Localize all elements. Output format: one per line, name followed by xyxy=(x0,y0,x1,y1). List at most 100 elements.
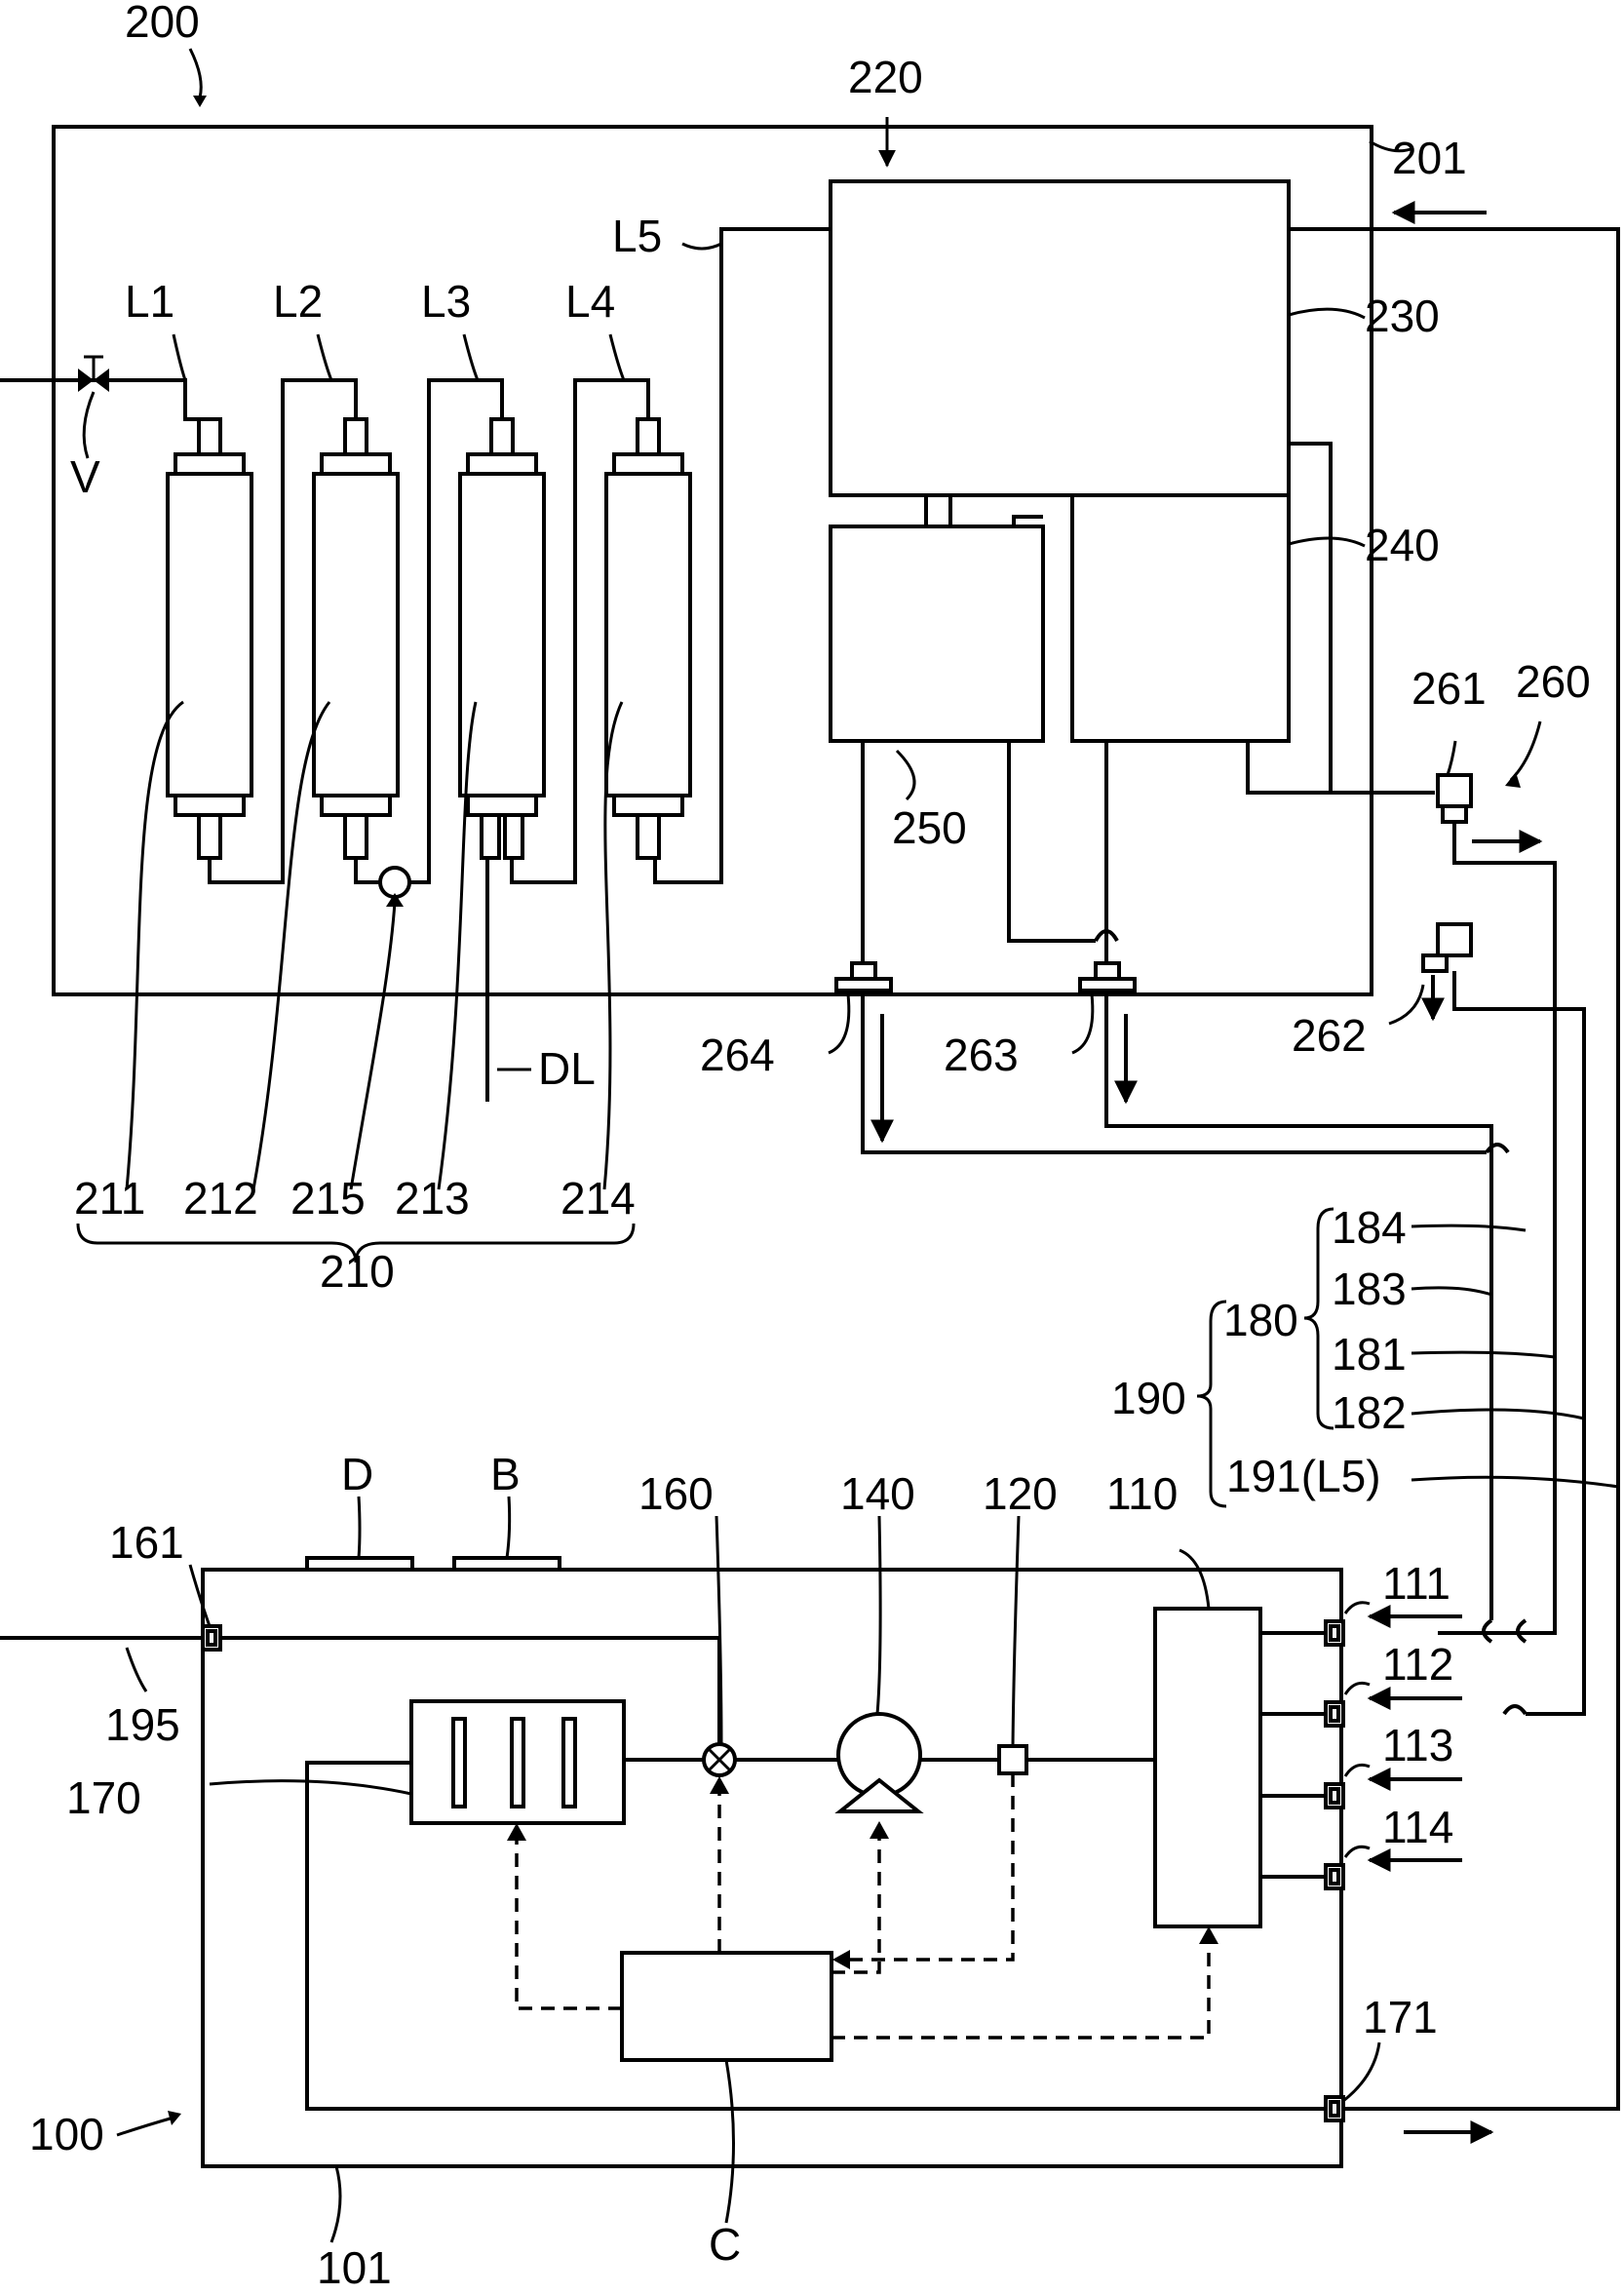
leader-215 xyxy=(349,901,397,1190)
crossover-263 xyxy=(1094,929,1119,943)
line-250-262 xyxy=(1007,741,1096,943)
label-210: 210 xyxy=(320,1246,395,1297)
line-L4 xyxy=(510,378,650,884)
block-230 xyxy=(829,179,1291,497)
port-114 xyxy=(1324,1863,1345,1890)
leader-213 xyxy=(437,701,478,1190)
line-191-return xyxy=(1289,227,1620,2111)
port-111 xyxy=(1324,1619,1345,1647)
label-191: 191(L5) xyxy=(1226,1451,1381,1501)
filter-214 xyxy=(604,417,692,860)
leader-C xyxy=(724,2059,735,2224)
brace-210 xyxy=(76,1223,636,1264)
port-161 xyxy=(201,1624,222,1652)
label-250: 250 xyxy=(892,802,967,853)
label-201: 201 xyxy=(1392,133,1467,183)
port-262 xyxy=(1421,922,1473,973)
leader-260 xyxy=(1509,720,1542,782)
label-L3: L3 xyxy=(421,276,471,327)
leader-V xyxy=(82,391,96,459)
leader-L1 xyxy=(172,333,187,381)
label-211: 211 xyxy=(74,1173,145,1224)
leader-184 xyxy=(1411,1224,1527,1232)
port-263 xyxy=(1078,961,1137,992)
leader-183 xyxy=(1411,1286,1492,1297)
label-101: 101 xyxy=(317,2242,392,2293)
leader-201 xyxy=(1369,139,1414,153)
item-D xyxy=(305,1556,414,1572)
module-110 xyxy=(1153,1607,1262,1928)
line-170-171 xyxy=(305,1761,1326,2111)
unit-170 xyxy=(409,1699,626,1825)
port-264 xyxy=(834,961,893,992)
valve-v-icon xyxy=(78,355,109,392)
leader-114 xyxy=(1343,1845,1371,1858)
label-182: 182 xyxy=(1332,1387,1407,1438)
label-262: 262 xyxy=(1292,1010,1367,1061)
leader-120 xyxy=(1011,1515,1021,1747)
port-171 xyxy=(1324,2095,1345,2122)
label-111: 111 xyxy=(1382,1558,1450,1609)
leader-L3 xyxy=(462,333,480,381)
label-DL: DL xyxy=(538,1043,596,1094)
label-D: D xyxy=(341,1449,373,1499)
leader-211 xyxy=(125,700,184,1190)
leader-161 xyxy=(188,1564,212,1627)
label-C: C xyxy=(709,2219,741,2270)
label-200: 200 xyxy=(125,0,200,47)
label-181: 181 xyxy=(1332,1329,1407,1380)
leader-250 xyxy=(895,749,916,801)
pump-215-icon xyxy=(378,866,411,907)
label-184: 184 xyxy=(1332,1202,1407,1253)
label-140: 140 xyxy=(840,1468,915,1519)
label-263: 263 xyxy=(944,1030,1019,1080)
label-112: 112 xyxy=(1382,1639,1453,1690)
label-261: 261 xyxy=(1411,663,1487,714)
housing-201 xyxy=(52,125,1373,996)
label-180: 180 xyxy=(1223,1295,1298,1345)
label-113: 113 xyxy=(1382,1720,1453,1770)
label-212: 212 xyxy=(183,1173,258,1224)
sensor-120 xyxy=(997,1744,1028,1775)
tube-181 xyxy=(1438,822,1557,1635)
valve-160-icon xyxy=(702,1742,737,1777)
leader-140 xyxy=(875,1515,882,1715)
leader-214 xyxy=(602,701,624,1190)
label-220: 220 xyxy=(848,52,923,102)
label-160: 160 xyxy=(638,1468,714,1519)
leader-264 xyxy=(828,993,851,1055)
leader-113 xyxy=(1343,1763,1371,1777)
label-170: 170 xyxy=(66,1772,141,1823)
tube-183 xyxy=(1104,991,1493,1620)
line-250-240 xyxy=(1012,515,1043,526)
tube-184 xyxy=(861,991,1487,1154)
label-213: 213 xyxy=(395,1173,470,1224)
leader-112 xyxy=(1343,1681,1371,1695)
leader-110 xyxy=(1179,1548,1211,1610)
label-264: 264 xyxy=(700,1030,775,1080)
label-183: 183 xyxy=(1332,1264,1407,1314)
line-240-261 xyxy=(1289,442,1435,795)
controller-C xyxy=(620,1951,833,2062)
port-113 xyxy=(1324,1782,1345,1809)
leader-263 xyxy=(1071,993,1095,1055)
leader-181 xyxy=(1411,1350,1556,1359)
leader-101 xyxy=(329,2165,342,2243)
label-V: V xyxy=(70,451,100,502)
line-L2 xyxy=(208,378,358,884)
leader-200 xyxy=(188,48,203,98)
label-L5: L5 xyxy=(612,211,662,261)
line-240-bottom xyxy=(1246,741,1331,795)
line-L5 xyxy=(653,227,831,884)
leader-170 xyxy=(209,1779,412,1796)
leader-195 xyxy=(125,1647,148,1692)
label-195: 195 xyxy=(105,1699,180,1750)
leader-182 xyxy=(1411,1408,1585,1420)
brace-180 xyxy=(1303,1207,1334,1430)
filter-212 xyxy=(312,417,400,860)
control-170 xyxy=(515,1838,622,2010)
control-120 xyxy=(848,1773,1015,1962)
leader-111 xyxy=(1343,1601,1371,1614)
